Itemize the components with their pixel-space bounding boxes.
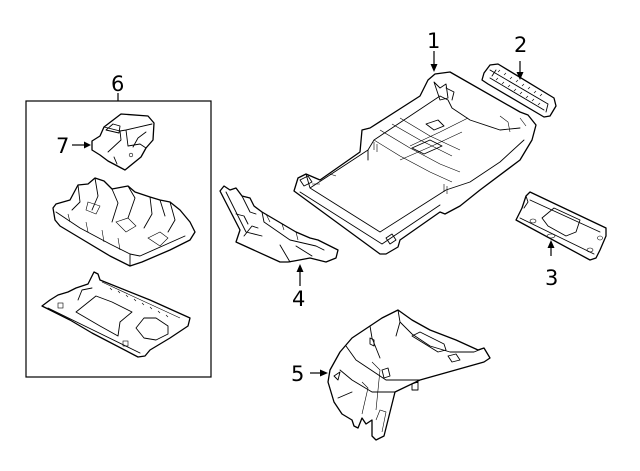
part-3-cover[interactable] xyxy=(515,191,607,261)
callout-6-label[interactable]: 6 xyxy=(111,72,124,96)
callout-2-label[interactable]: 2 xyxy=(514,33,527,57)
part-7-switch[interactable] xyxy=(91,113,155,171)
callout-1-label[interactable]: 1 xyxy=(427,29,440,53)
part-5-panel[interactable] xyxy=(327,309,491,441)
callout-5-label[interactable]: 5 xyxy=(291,362,304,386)
callout-2-arrow xyxy=(516,72,524,80)
callout-3-arrow xyxy=(547,240,555,248)
part-2-lens[interactable] xyxy=(481,63,557,118)
part-bezel-bottom[interactable] xyxy=(41,271,191,358)
assembly-6-group: 6 7 xyxy=(25,72,212,378)
callout-1-arrow xyxy=(430,64,438,72)
callout-4-label[interactable]: 4 xyxy=(292,287,305,311)
part-housing-middle[interactable] xyxy=(52,177,196,267)
callout-7-label[interactable]: 7 xyxy=(56,134,69,158)
callout-4-arrow xyxy=(296,264,304,272)
part-4-trim[interactable] xyxy=(219,185,339,263)
part-1-console[interactable] xyxy=(293,71,537,255)
callout-7-arrow xyxy=(84,141,91,149)
callout-5-arrow xyxy=(320,369,328,377)
callout-3-label[interactable]: 3 xyxy=(545,266,558,290)
